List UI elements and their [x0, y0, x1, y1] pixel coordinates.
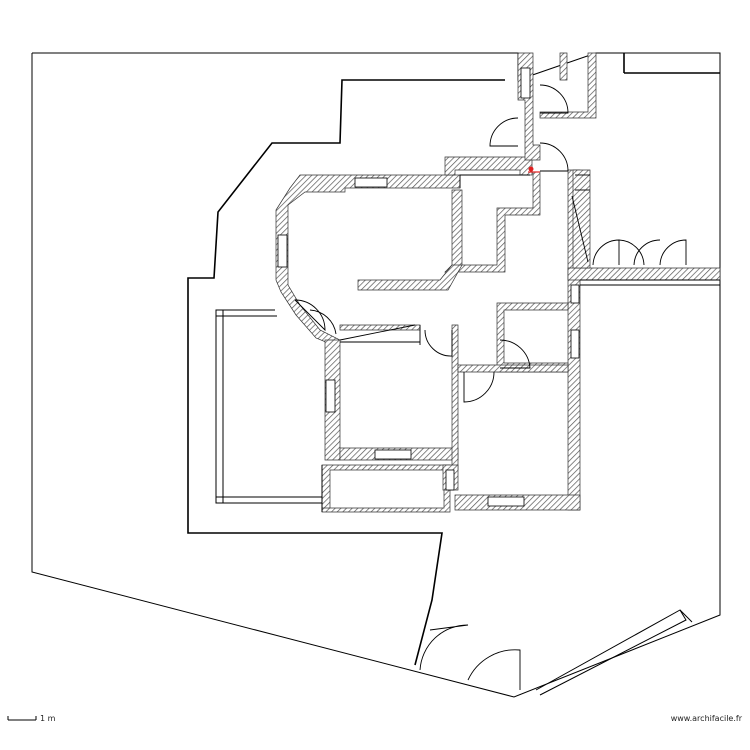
- scale-label: 1 m: [40, 714, 56, 723]
- walls: [275, 52, 721, 513]
- red-marker: [528, 166, 534, 172]
- windows: [277, 67, 580, 507]
- scale-bar: [7, 716, 37, 721]
- watermark-text: www.archifacile.fr: [670, 714, 742, 723]
- property-boundary: [31, 52, 721, 698]
- room-lines: [339, 174, 720, 345]
- terrace-outline: [187, 79, 505, 666]
- doors: [294, 84, 687, 690]
- left-annex: [215, 309, 323, 512]
- bottom-gate: [535, 609, 693, 696]
